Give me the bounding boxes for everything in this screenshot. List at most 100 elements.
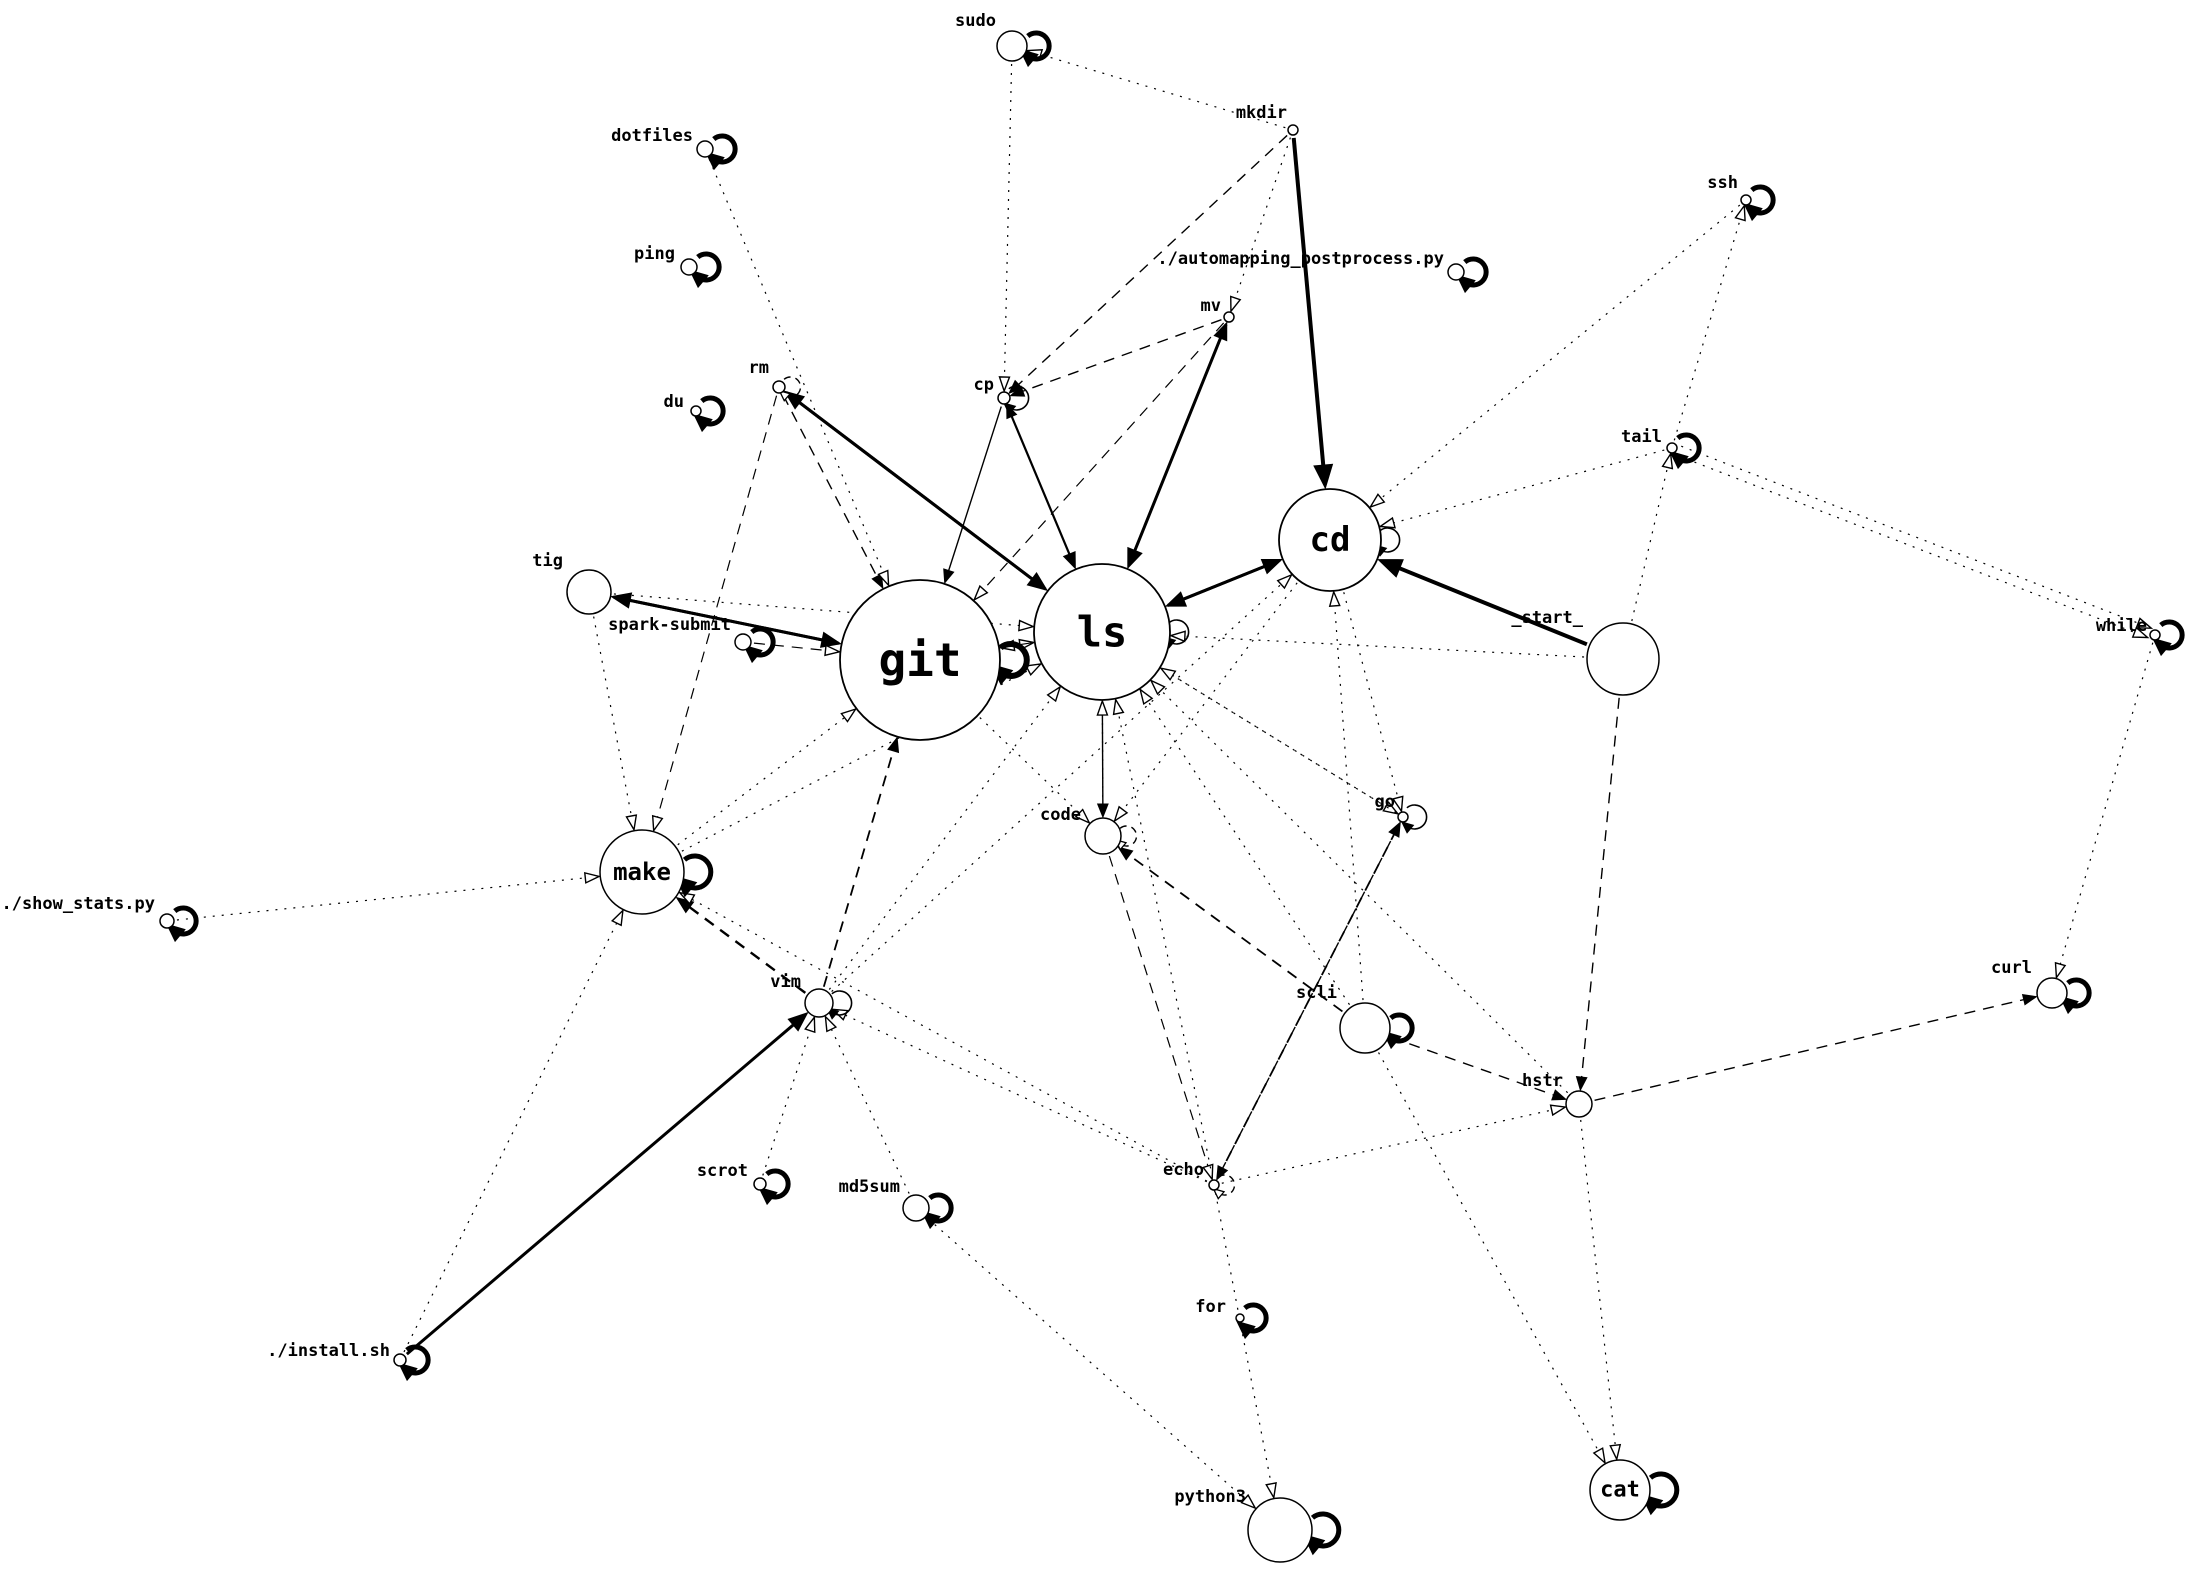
arrowhead-dotfiles-git [877,569,890,588]
self-loop-arrow-echo [1212,1187,1226,1200]
self-loop-rm [783,376,802,398]
edge-echo-hstr [1221,1109,1554,1184]
arrowhead-go-ls [1159,667,1177,681]
node-cat [1589,1459,1651,1521]
node-label-cp: cp [974,375,994,395]
node-du [690,405,702,417]
node-dotfiles [696,140,714,158]
self-loop-ssh [1750,184,1776,216]
self-loop-arrow-scrot [758,1186,778,1206]
edge-install-vim [405,1022,796,1356]
node-label-install: ./install.sh [267,1341,390,1361]
node-tig [566,569,612,615]
node-rm [772,380,786,394]
node-label-start: _start_ [1511,608,1583,628]
arrowhead-mkdir-cd [1313,463,1334,490]
edge-mkdir-cd [1291,137,1326,468]
arrowhead-ls-mv [1213,321,1228,342]
edge-tail-while [1681,445,2141,625]
node-cd [1278,488,1382,592]
edge-dotfiles-git [708,158,885,575]
node-spark [734,633,752,651]
arrowhead-scli-hstr [1551,1089,1568,1101]
node-automap [1447,263,1465,281]
edge-md5sum-python3 [927,1218,1247,1501]
self-loop-arrow-show_stats [166,923,186,943]
edge-echo-ls [1117,711,1214,1178]
arrowhead-scli-code [1117,846,1134,861]
arrowhead-sudo-cp [998,376,1011,394]
self-loop-curl [2066,977,2092,1009]
arrowhead-install-make [610,908,624,927]
node-label-curl: curl [1991,958,2032,978]
self-loop-ping [696,251,722,283]
edges-layer [176,49,2154,1510]
self-loop-for [1243,1302,1269,1334]
node-hstr [1565,1090,1593,1118]
self-loop-arrow-tail [1669,450,1689,470]
self-loop-arrow-spark [743,644,763,664]
arrowhead-mv-cp [1009,385,1026,397]
arrowhead-hstr-curl [2021,993,2038,1006]
self-loop-scli [1389,1012,1415,1044]
edge-echo-vim [843,1013,1207,1183]
node-tail [1666,442,1678,454]
self-loop-dotfiles [712,133,738,165]
arrowhead-echo-hstr [1549,1104,1568,1117]
self-loop-spark [750,626,776,658]
arrowhead-spark-git [824,644,842,657]
node-label-ssh: ssh [1707,173,1738,193]
arrowhead-git-code [1074,808,1091,825]
arrowhead-mkdir-mv [1230,295,1242,314]
edge-rm-git [782,394,879,579]
arrowhead-echo-go [1388,821,1401,838]
node-label-hstr: hstr [1522,1071,1563,1091]
arrowhead-rm-make [651,814,664,833]
arrowhead-show_stats-make [583,871,602,884]
arrowhead-cd-ls [1164,591,1188,607]
node-ping [680,258,698,276]
edge-install-make [403,921,619,1353]
node-label-du: du [664,392,684,412]
edge-vim-git [822,748,895,987]
node-label-mkdir: mkdir [1236,103,1287,123]
edge-mkdir-mv [1234,137,1291,301]
node-mv [1223,311,1235,323]
self-loop-ls [1168,619,1190,645]
arrowhead-md5sum-vim [824,1014,838,1033]
edge-cd-go [1343,592,1399,800]
arrowhead-cd-code [1113,805,1129,823]
edge-scli-cd [1333,603,1364,1001]
arrowhead-mv-git [972,584,989,602]
arrowhead-git-tig [610,592,633,609]
arrowhead-ssh-cd [1368,493,1386,509]
arrowhead-rm-git [871,573,884,590]
edge-spark-git [753,642,828,652]
node-code [1084,817,1122,855]
node-label-show_stats: ./show_stats.py [1,894,155,914]
arrowhead-code-ls [1096,698,1109,716]
labels-layer: sudomkdirdotfilesping./automapping_postp… [1,11,2147,1507]
node-label-scli: scli [1296,983,1337,1003]
arrowhead-vim-ls [1046,685,1062,703]
self-loop-vim [831,990,853,1016]
node-sudo [996,30,1028,62]
node-label-sudo: sudo [955,11,996,31]
arrowhead-tig-make [625,814,638,832]
edge-vim-ls [828,696,1054,990]
self-loop-arrow-dotfiles [705,151,725,171]
edge-ls-code [1101,702,1104,807]
node-label-vim: vim [770,972,801,992]
arrowhead-scli-cd [1328,589,1341,607]
node-ssh [1740,194,1752,206]
edge-git-code [979,717,1082,815]
arrowhead-start-cd [1376,559,1404,578]
arrowhead-cp-git [943,568,955,585]
node-label-md5sum: md5sum [839,1177,900,1197]
edge-rm-make [656,395,778,820]
arrowhead-echo-ls [1112,697,1125,716]
edge-ls-cp [1010,414,1076,567]
self-loop-arrow-ssh [1743,202,1763,222]
node-vim [804,988,834,1018]
edge-start-ls [1182,635,1585,658]
